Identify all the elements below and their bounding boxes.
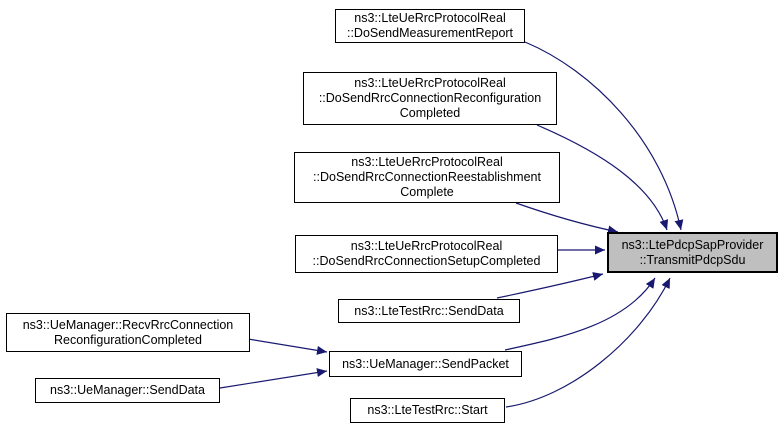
node-lte-test-rrc-start[interactable]: ns3::LteTestRrc::Start [350, 398, 505, 423]
node-recv-rrc-connection-reconfiguration-completed[interactable]: ns3::UeManager::RecvRrcConnection Reconf… [6, 313, 250, 352]
edge-do-send-measurement-report-to-transmit-pdcp-sdu [524, 41, 684, 231]
node-do-send-rrc-connection-reconfiguration-completed[interactable]: ns3::LteUeRrcProtocolReal ::DoSendRrcCon… [303, 72, 557, 125]
edge-lte-test-rrc-send-data-to-transmit-pdcp-sdu [496, 272, 604, 299]
node-do-send-measurement-report[interactable]: ns3::LteUeRrcProtocolReal ::DoSendMeasur… [335, 9, 525, 43]
node-do-send-rrc-connection-setup-completed[interactable]: ns3::LteUeRrcProtocolReal ::DoSendRrcCon… [295, 235, 558, 273]
node-label-line: ::DoSendRrcConnectionReestablishment [313, 170, 541, 184]
node-label-line: ns3::LteUeRrcProtocolReal [350, 239, 503, 253]
node-label-line: ns3::UeManager::SendPacket [342, 356, 509, 371]
node-ue-manager-send-packet[interactable]: ns3::UeManager::SendPacket [329, 351, 522, 377]
node-label-line: ns3::LtePdcpSapProvider [621, 237, 764, 252]
node-transmit-pdcp-sdu: ns3::LtePdcpSapProvider ::TransmitPdcpSd… [607, 232, 778, 273]
node-label-line: ns3::LteUeRrcProtocolReal [354, 11, 506, 25]
node-label-line: ns3::LteTestRrc::Start [367, 403, 488, 417]
node-label-line: ::DoSendRrcConnectionSetupCompleted [312, 254, 541, 268]
edge-lte-test-rrc-start-to-transmit-pdcp-sdu [505, 277, 671, 408]
node-label-line: ::TransmitPdcpSdu [639, 252, 746, 267]
node-label-line: ns3::LteTestRrc::SendData [354, 303, 504, 318]
node-label-line: Completed [399, 106, 461, 120]
edge-ue-manager-send-data-to-send-packet [219, 368, 328, 389]
node-label-line: ReconfigurationCompleted [53, 332, 202, 347]
node-label-line: ::DoSendMeasurementReport [346, 26, 514, 40]
node-label-line: ns3::UeManager::SendData [50, 383, 205, 397]
node-label-line: ::DoSendRrcConnectionReconfiguration [318, 91, 542, 105]
node-label-line: ns3::UeManager::RecvRrcConnection [22, 317, 234, 332]
node-label-line: ns3::LteUeRrcProtocolReal [351, 155, 503, 169]
node-label-line: Complete [400, 185, 454, 199]
edge-ue-manager-send-packet-to-transmit-pdcp-sdu [504, 277, 656, 351]
edge-recv-rrc-connection-reconfiguration-completed-to-send-packet [247, 338, 328, 355]
node-do-send-rrc-connection-reestablishment-complete[interactable]: ns3::LteUeRrcProtocolReal ::DoSendRrcCon… [294, 152, 560, 203]
node-label-line: ns3::LteUeRrcProtocolReal [354, 76, 506, 90]
node-lte-test-rrc-send-data[interactable]: ns3::LteTestRrc::SendData [338, 299, 520, 323]
node-ue-manager-send-data[interactable]: ns3::UeManager::SendData [35, 378, 220, 403]
edge-do-send-rrc-connection-reestablishment-complete-to-transmit-pdcp-sdu [515, 202, 619, 235]
edge-do-send-rrc-connection-reconfiguration-completed-to-transmit-pdcp-sdu [536, 124, 669, 231]
